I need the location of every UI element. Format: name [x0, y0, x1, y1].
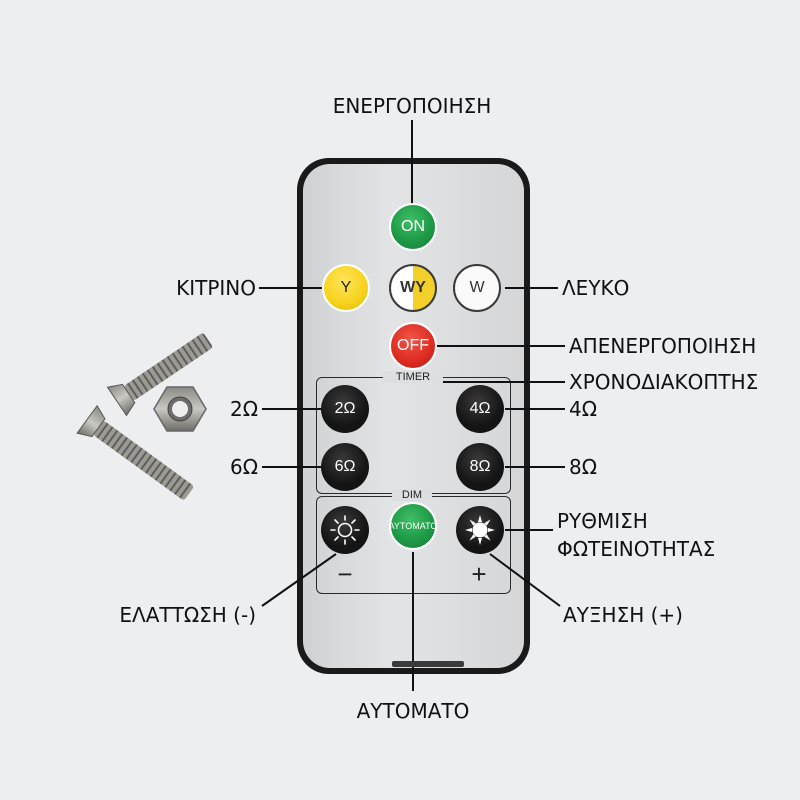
sun-outline-icon — [330, 515, 360, 545]
warm-white-button[interactable]: WY — [389, 264, 437, 312]
timer-2h-label: 2Ω — [334, 400, 356, 417]
callout-white: ΛΕΥΚΟ — [562, 276, 630, 300]
screw-upper — [106, 333, 213, 417]
callout-increase: ΑΥΞΗΣΗ (+) — [563, 603, 683, 627]
plus-sign: + — [471, 559, 487, 589]
callout-timer-8h: 8Ω — [569, 455, 598, 479]
timer-4h-button[interactable]: 4Ω — [456, 385, 504, 433]
callout-power-off: ΑΠΕΝΕΡΓΟΠΟΙΗΣΗ — [569, 334, 757, 358]
callout-timer: ΧΡΟΝΟΔΙΑΚΟΠΤΗΣ — [569, 370, 759, 394]
dim-title: DIM — [392, 489, 432, 501]
callout-decrease: ΕΛΑΤΤΩΣΗ (-) — [119, 603, 256, 627]
off-button[interactable]: OFF — [389, 322, 437, 370]
timer-6h-button[interactable]: 6Ω — [321, 443, 369, 491]
white-button[interactable]: W — [453, 264, 501, 312]
off-button-label: OFF — [397, 337, 429, 354]
minus-sign: − — [337, 559, 353, 589]
on-button[interactable]: ON — [389, 203, 437, 251]
timer-4h-label: 4Ω — [469, 400, 491, 417]
callout-timer-2h: 2Ω — [229, 397, 258, 421]
yellow-button-label: Y — [340, 279, 352, 296]
callout-yellow: ΚΙΤΡΙΝΟ — [176, 276, 256, 300]
sun-filled-icon — [465, 515, 495, 545]
dim-up-button[interactable] — [456, 506, 504, 554]
dim-down-button[interactable] — [321, 506, 369, 554]
auto-button[interactable]: ΑΥΤΟΜΑΤΟ — [389, 502, 437, 550]
white-button-label: W — [469, 279, 485, 296]
callout-brightness-line1: ΡΥΘΜΙΣΗ — [557, 509, 648, 533]
callout-timer-6h: 6Ω — [229, 455, 258, 479]
timer-2h-button[interactable]: 2Ω — [321, 385, 369, 433]
callout-power-on: ΕΝΕΡΓΟΠΟΙΗΣΗ — [332, 94, 492, 118]
timer-6h-label: 6Ω — [334, 458, 356, 475]
callout-brightness-line2: ΦΩΤΕΙΝΟΤΗΤΑΣ — [557, 537, 716, 561]
timer-8h-label: 8Ω — [469, 458, 491, 475]
auto-button-label: ΑΥΤΟΜΑΤΟ — [388, 521, 438, 531]
timer-8h-button[interactable]: 8Ω — [456, 443, 504, 491]
callout-auto: ΑΥΤΟΜΑΤΟ — [356, 699, 470, 723]
screw-lower — [76, 404, 194, 500]
yellow-button[interactable]: Y — [322, 264, 370, 312]
callout-timer-4h: 4Ω — [569, 397, 598, 421]
timer-title: TIMER — [383, 371, 443, 383]
warm-white-button-label: WY — [400, 279, 426, 296]
hex-nut — [153, 386, 207, 432]
ir-window — [392, 661, 464, 667]
on-button-label: ON — [401, 218, 425, 235]
